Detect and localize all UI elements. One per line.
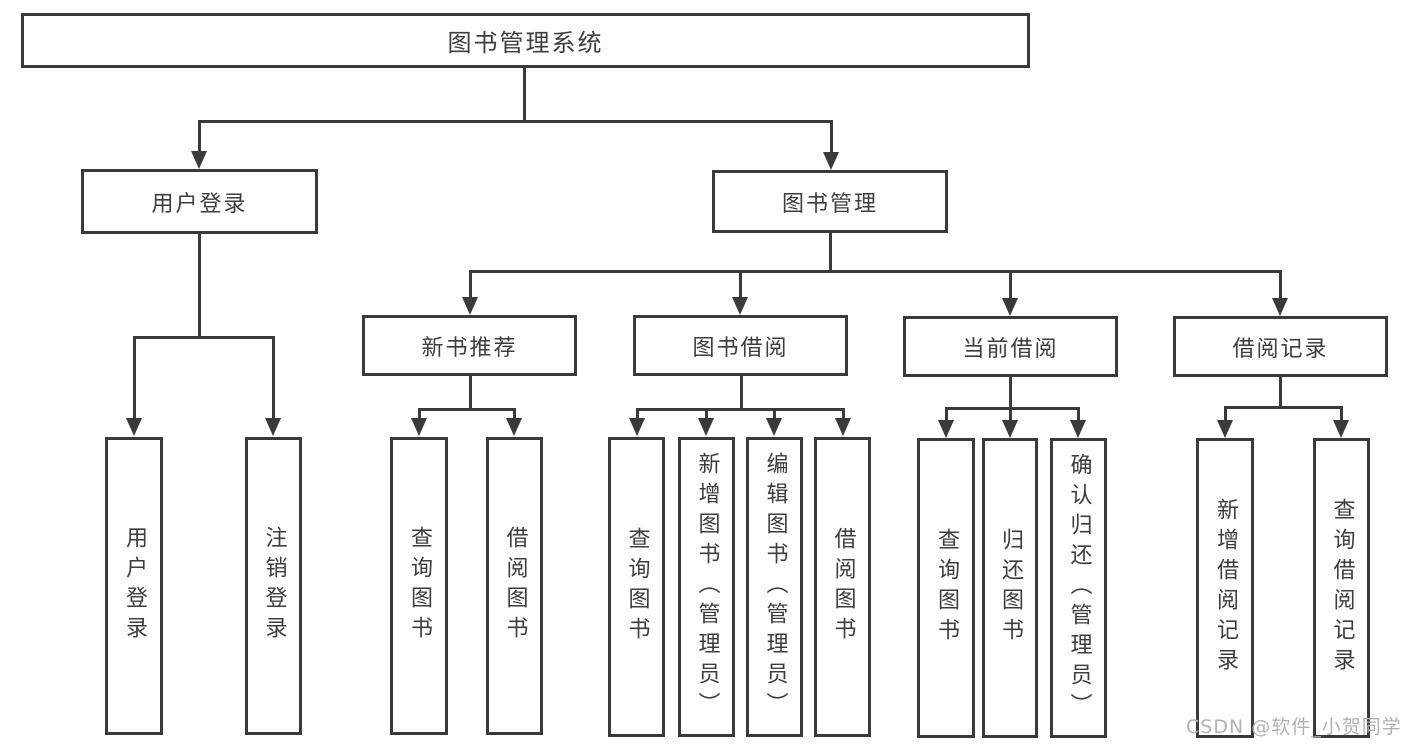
connector-drop-cb-query [945, 407, 948, 422]
connector-root-branch [198, 120, 833, 123]
node-cb-return-books: 归还图书 [982, 438, 1038, 738]
connector-current-borrow-branch [945, 407, 1079, 410]
node-label: 借阅图书 [502, 526, 528, 646]
connector-drop-book-mgmt [830, 120, 833, 154]
arrowhead-borrow-records-icon [1272, 298, 1288, 316]
connector-drop-new-book-rec [469, 270, 472, 298]
arrowhead-bb-edit-icon [766, 418, 782, 436]
connector-drop-login-leaf [133, 336, 136, 420]
node-label: 归还图书 [998, 528, 1023, 648]
connector-book-mgmt-stem [829, 233, 832, 270]
connector-book-borrow-branch [636, 408, 844, 411]
node-label: 用户登录 [151, 191, 248, 217]
node-label: 新增图书（管理员） [694, 452, 720, 722]
node-label: 查询图书 [934, 528, 959, 648]
connector-drop-cb-return [1009, 407, 1012, 422]
connector-drop-logout-leaf [272, 336, 275, 420]
node-label: 图书管理 [781, 191, 878, 217]
arrowhead-cb-confirm-icon [1070, 420, 1086, 438]
node-label: 图书借阅 [692, 335, 789, 361]
connector-drop-cb-confirm [1077, 407, 1080, 422]
node-bb-borrow-books: 借阅图书 [814, 437, 871, 737]
connector-borrow-records-branch [1224, 406, 1342, 409]
connector-borrow-records-stem [1279, 377, 1282, 406]
connector-root-stem [523, 68, 526, 120]
connector-drop-borrow-records [1279, 270, 1282, 298]
arrowhead-br-query-icon [1333, 420, 1349, 438]
node-bb-edit-books-admin: 编辑图书（管理员） [746, 437, 803, 737]
node-current-borrowing: 当前借阅 [903, 316, 1118, 377]
node-label: 借阅图书 [830, 527, 856, 647]
node-label: 查询图书 [624, 527, 650, 647]
arrowhead-user-login-icon [191, 151, 207, 169]
arrowhead-bb-query-icon [629, 418, 645, 436]
node-label: 查询图书 [407, 526, 432, 646]
node-library-management-system: 图书管理系统 [21, 13, 1030, 68]
node-book-management: 图书管理 [712, 170, 948, 233]
connector-book-borrow-stem [740, 376, 743, 408]
node-label: 编辑图书（管理员） [762, 452, 788, 722]
node-label: 用户登录 [122, 526, 147, 646]
node-label: 借阅记录 [1232, 336, 1329, 362]
csdn-watermark: CSDN @软件_小贺同学 [1186, 716, 1402, 738]
connector-drop-bb-add [705, 408, 708, 422]
connector-book-mgmt-branch [469, 270, 1281, 273]
node-user-login: 用户登录 [81, 169, 318, 234]
connector-current-borrow-stem [1009, 377, 1012, 407]
node-label: 查询借阅记录 [1329, 498, 1355, 678]
connector-drop-br-add [1224, 406, 1227, 422]
arrowhead-logout-leaf-icon [265, 418, 281, 436]
node-borrowing-records: 借阅记录 [1173, 316, 1388, 377]
node-br-add-record: 新增借阅记录 [1196, 438, 1254, 738]
arrowhead-br-add-icon [1217, 420, 1233, 438]
connector-user-login-stem [198, 234, 201, 336]
connector-user-login-branch [133, 336, 274, 339]
node-label: 新书推荐 [421, 335, 518, 361]
connector-drop-bb-query [636, 408, 639, 422]
node-br-query-record: 查询借阅记录 [1313, 438, 1370, 738]
connector-new-book-rec-branch [418, 408, 515, 411]
connector-drop-nb-borrow [513, 408, 516, 422]
node-label: 新增借阅记录 [1213, 498, 1238, 678]
connector-drop-br-query [1340, 406, 1343, 422]
arrowhead-nb-query-icon [411, 418, 427, 436]
arrowhead-login-leaf-icon [126, 418, 142, 436]
node-nb-borrow-books: 借阅图书 [486, 437, 543, 735]
connector-new-book-rec-stem [469, 376, 472, 408]
node-logout-leaf: 注销登录 [245, 437, 302, 735]
node-book-borrowing: 图书借阅 [633, 315, 848, 376]
node-cb-query-books: 查询图书 [917, 438, 975, 738]
node-cb-confirm-return-admin: 确认归还（管理员） [1050, 438, 1107, 738]
node-bb-add-books-admin: 新增图书（管理员） [678, 437, 735, 737]
connector-drop-book-borrow [739, 270, 742, 298]
connector-drop-bb-edit [773, 408, 776, 422]
arrowhead-nb-borrow-icon [506, 418, 522, 436]
node-nb-query-books: 查询图书 [390, 437, 448, 735]
arrowhead-cb-query-icon [938, 420, 954, 438]
connector-drop-current-borrow [1009, 270, 1012, 298]
arrowhead-bb-add-icon [698, 418, 714, 436]
node-label: 当前借阅 [962, 336, 1059, 362]
arrowhead-cb-return-icon [1002, 420, 1018, 438]
node-label: 图书管理系统 [447, 29, 604, 57]
node-new-book-recommendation: 新书推荐 [362, 315, 577, 376]
node-bb-query-books: 查询图书 [608, 437, 665, 737]
node-user-login-leaf: 用户登录 [105, 437, 163, 735]
arrowhead-current-borrow-icon [1002, 298, 1018, 316]
arrowhead-book-mgmt-icon [823, 152, 839, 170]
node-label: 注销登录 [261, 526, 287, 646]
arrowhead-new-book-rec-icon [462, 297, 478, 315]
connector-drop-nb-query [418, 408, 421, 422]
arrowhead-book-borrow-icon [732, 297, 748, 315]
node-label: 确认归还（管理员） [1066, 453, 1092, 723]
connector-drop-user-login [198, 120, 201, 154]
connector-drop-bb-borrow [842, 408, 845, 422]
arrowhead-bb-borrow-icon [835, 418, 851, 436]
